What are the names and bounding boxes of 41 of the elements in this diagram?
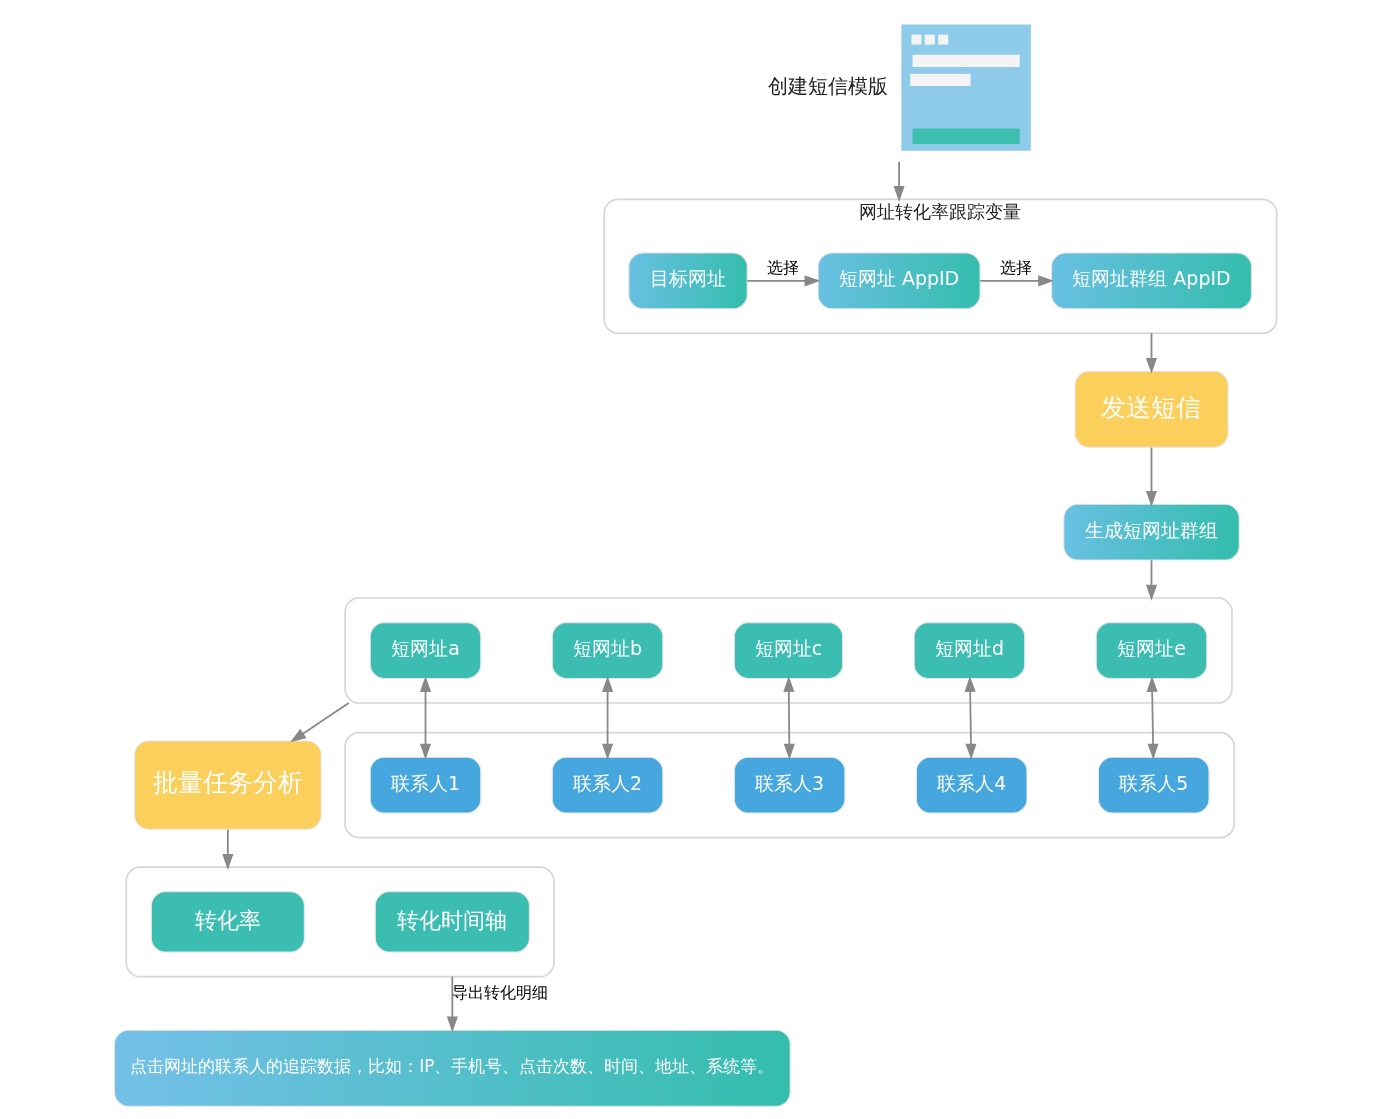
node-box: 短网址c [733,622,844,679]
node-box: 联系人5 [1097,756,1210,814]
arrow [446,975,458,1033]
cluster [125,866,555,978]
node-box: 批量任务分析 [134,740,322,830]
arrow [964,676,977,760]
node-box: 联系人3 [733,756,846,814]
arrow [1146,676,1159,760]
node-box: 转化率 [150,891,305,953]
arrow [1145,559,1158,601]
node-picture [901,24,1031,151]
edge-label: 选择 [999,258,1032,278]
node-box: 短网址d [913,622,1026,679]
arrow [746,275,821,287]
cluster [344,597,1233,704]
edge-label: 导出转化明细 [452,983,549,1003]
node-box: 转化时间轴 [374,891,530,953]
arrow [1145,446,1158,507]
arrow [893,160,905,202]
node-box: 短网址b [551,622,664,679]
cluster [344,731,1235,839]
arrow [602,676,614,760]
node-box: 短网址e [1095,622,1208,679]
node-box: 发送短信 [1074,370,1229,448]
node-box: 联系人2 [551,756,664,814]
arrow [419,676,432,760]
arrow [1145,332,1158,374]
node-box: 短网址 AppID [817,252,981,310]
node-box: 点击网址的联系人的追踪数据，比如：IP、手机号、点击次数、时间、地址、系统等。 [113,1029,791,1107]
arrow [290,702,350,743]
edge-label: 选择 [766,258,799,278]
node-box: 生成短网址群组 [1063,503,1240,561]
node-box: 短网址a [369,622,482,679]
node-box: 短网址群组 AppID [1051,252,1253,310]
arrow [222,828,234,870]
node-box: 目标网址 [628,252,748,310]
node-box: 联系人4 [915,756,1028,814]
arrow [979,275,1055,287]
node-label: 创建短信模版 [768,73,889,98]
node-box: 联系人1 [369,756,482,814]
arrow [783,676,795,760]
